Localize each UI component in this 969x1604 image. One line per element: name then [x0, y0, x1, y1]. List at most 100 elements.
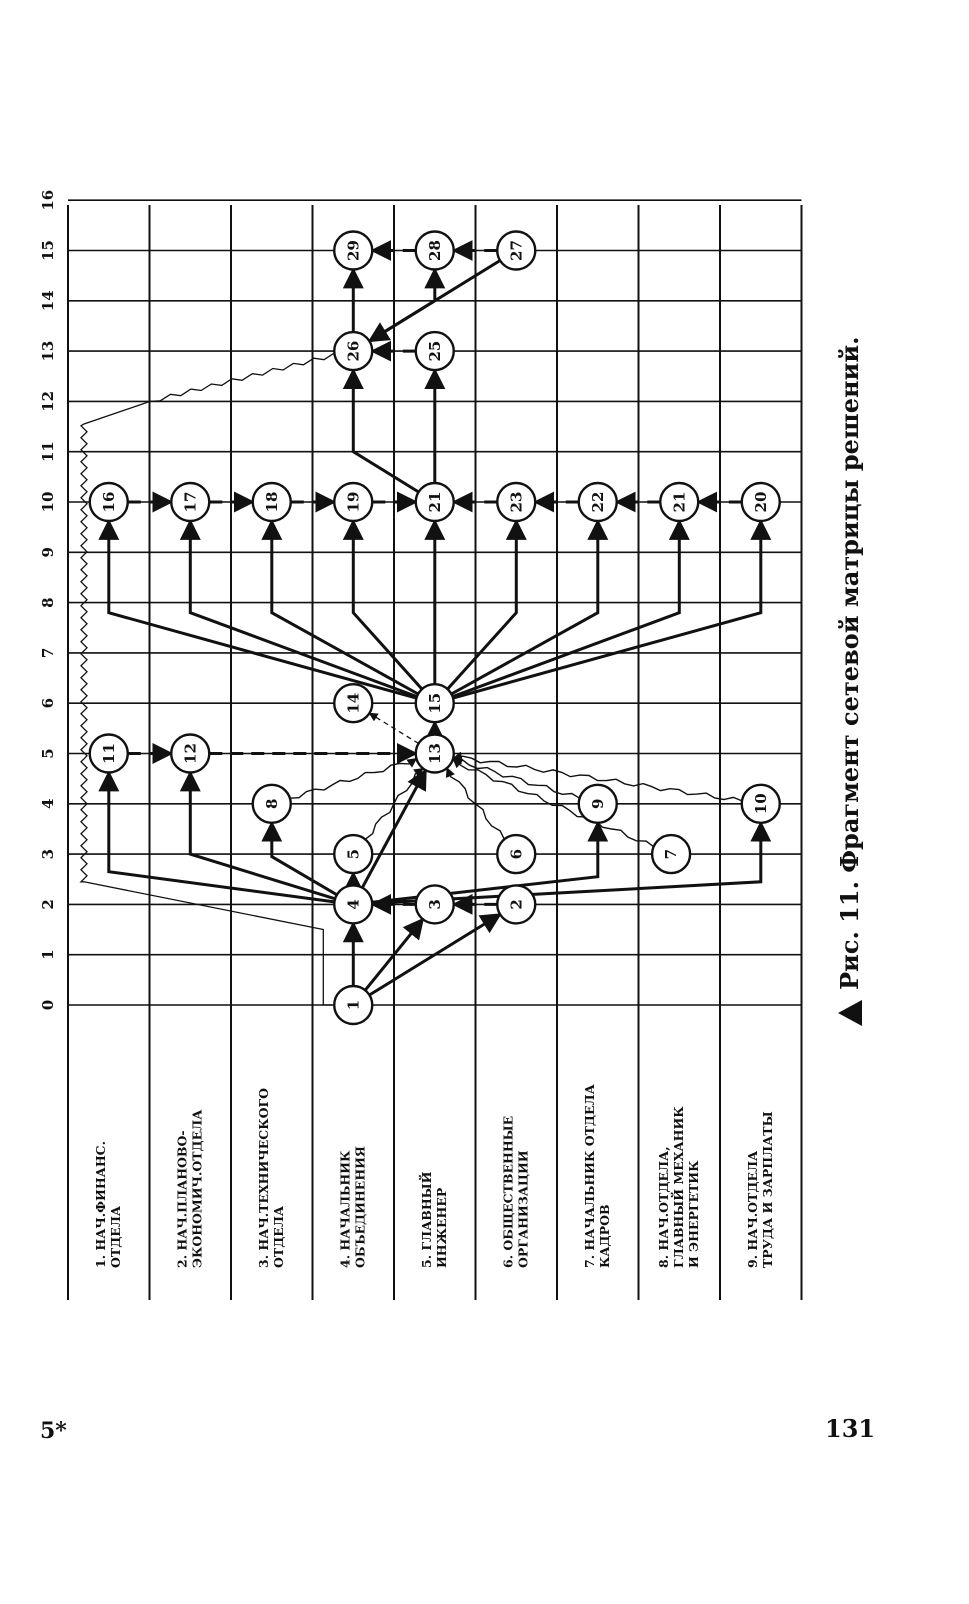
- row-label: 8. НАЧ.ОТДЕЛА,: [656, 1146, 671, 1268]
- row-label: ОБЪЕДИНЕНИЯ: [352, 1146, 367, 1268]
- time-tick-label: 10: [39, 492, 57, 513]
- diagram-edge: [179, 770, 336, 901]
- row-label: 7. НАЧАЛЬНИК ОТДЕЛА: [582, 1083, 597, 1268]
- node-circle: [333, 833, 374, 875]
- node-circle: [333, 230, 374, 271]
- caption-group: Рис. 11. Фрагмент сетевой матрицы решени…: [835, 337, 864, 1026]
- node-label: 19: [344, 492, 362, 513]
- node-circle: [577, 783, 618, 824]
- diagram-edge-wavy: [364, 767, 424, 840]
- node-label: 13: [426, 743, 444, 764]
- node-label: 29: [344, 240, 362, 261]
- node-circle: [496, 481, 537, 523]
- footer-signature: 5*: [40, 1418, 67, 1444]
- node-circle: [414, 481, 455, 523]
- node-circle: [414, 884, 455, 925]
- node-label: 12: [181, 743, 199, 764]
- diagram-edges: [79, 240, 772, 1006]
- time-tick-label: 11: [39, 441, 57, 462]
- node-label: 23: [507, 492, 525, 513]
- node-label: 6: [507, 849, 525, 859]
- diagram-edge: [364, 917, 425, 992]
- node-circle: [414, 230, 455, 271]
- node-label: 1: [344, 1000, 362, 1010]
- node-circle: [496, 833, 537, 875]
- node-circle: [577, 481, 618, 523]
- diagram-edge: [98, 518, 417, 700]
- node-circle: [496, 230, 537, 271]
- node-circle: [414, 733, 455, 774]
- row-label: 3. НАЧ.ТЕХНИЧЕСКОГО: [256, 1088, 271, 1268]
- row-label: 2. НАЧ.ПЛАНОВО-: [174, 1130, 189, 1268]
- diagram-edge: [342, 518, 424, 691]
- time-tick-label: 7: [39, 648, 57, 658]
- diagram-edge: [452, 518, 690, 699]
- diagram-edge: [367, 259, 501, 343]
- node-circle: [88, 733, 129, 774]
- node-label: 17: [181, 492, 199, 513]
- diagram-edge: [450, 518, 609, 696]
- node-label: 2: [507, 899, 525, 909]
- diagram-edge-wavy: [445, 767, 505, 840]
- diagram-edge: [261, 518, 419, 696]
- node-label: 21: [670, 492, 688, 513]
- time-tick-label: 4: [39, 799, 57, 809]
- node-label: 22: [589, 492, 607, 513]
- node-label: 3: [426, 899, 444, 909]
- node-label: 26: [344, 341, 362, 362]
- row-label: 4. НАЧАЛЬНИК: [337, 1150, 352, 1268]
- diagram-edge: [342, 368, 420, 494]
- page-number: 131: [825, 1414, 876, 1443]
- node-circle: [740, 481, 781, 523]
- node-circle: [333, 481, 374, 523]
- node-label: 25: [426, 341, 444, 362]
- node-circle: [414, 330, 455, 372]
- diagram-edge: [261, 820, 338, 897]
- node-circle: [333, 984, 374, 1026]
- node-label: 14: [344, 693, 362, 714]
- figure-caption: Рис. 11. Фрагмент сетевой матрицы решени…: [835, 337, 864, 991]
- time-tick-label: 5: [39, 748, 57, 758]
- diagram-edge: [179, 518, 418, 699]
- time-tick-label: 9: [39, 547, 57, 557]
- node-label: 8: [263, 799, 281, 809]
- feedback-wavy-line: [79, 352, 335, 1006]
- diagram-edge-wavy: [451, 754, 580, 799]
- node-label: 10: [752, 793, 770, 814]
- node-circle: [251, 481, 292, 523]
- node-circle: [740, 783, 781, 824]
- row-label: КАДРОВ: [597, 1204, 612, 1268]
- node-label: 5: [344, 849, 362, 859]
- node-circle: [650, 833, 692, 875]
- node-label: 28: [426, 240, 444, 261]
- diagram-edge: [446, 518, 527, 691]
- node-label: 16: [100, 492, 118, 513]
- row-label: И ЭНЕРГЕТИК: [686, 1160, 701, 1268]
- time-tick-label: 13: [39, 341, 57, 362]
- row-label: ОРГАНИЗАЦИИ: [515, 1150, 530, 1268]
- node-circle: [659, 481, 700, 523]
- time-tick-label: 8: [39, 597, 57, 607]
- node-circle: [333, 884, 374, 925]
- time-tick-label: 3: [39, 849, 57, 859]
- diagram-edge-wavy: [452, 758, 655, 848]
- caption-triangle-icon: [838, 1000, 862, 1026]
- node-label: 7: [662, 849, 680, 859]
- time-tick-label: 2: [39, 899, 57, 909]
- diagram-edge: [98, 770, 335, 904]
- row-label: ОТДЕЛА: [271, 1205, 286, 1268]
- row-label: 6. ОБЩЕСТВЕННЫЕ: [500, 1116, 515, 1268]
- row-label: 1. НАЧ.ФИНАНС.: [93, 1141, 108, 1268]
- time-tick-label: 16: [39, 190, 57, 211]
- diagram-edge: [368, 913, 502, 997]
- row-label: ГЛАВНЫЙ МЕХАНИК: [670, 1106, 686, 1268]
- node-circle: [170, 733, 211, 774]
- node-label: 21: [426, 492, 444, 513]
- node-label: 9: [589, 799, 607, 809]
- time-tick-label: 15: [39, 240, 57, 261]
- time-tick-label: 1: [39, 949, 57, 959]
